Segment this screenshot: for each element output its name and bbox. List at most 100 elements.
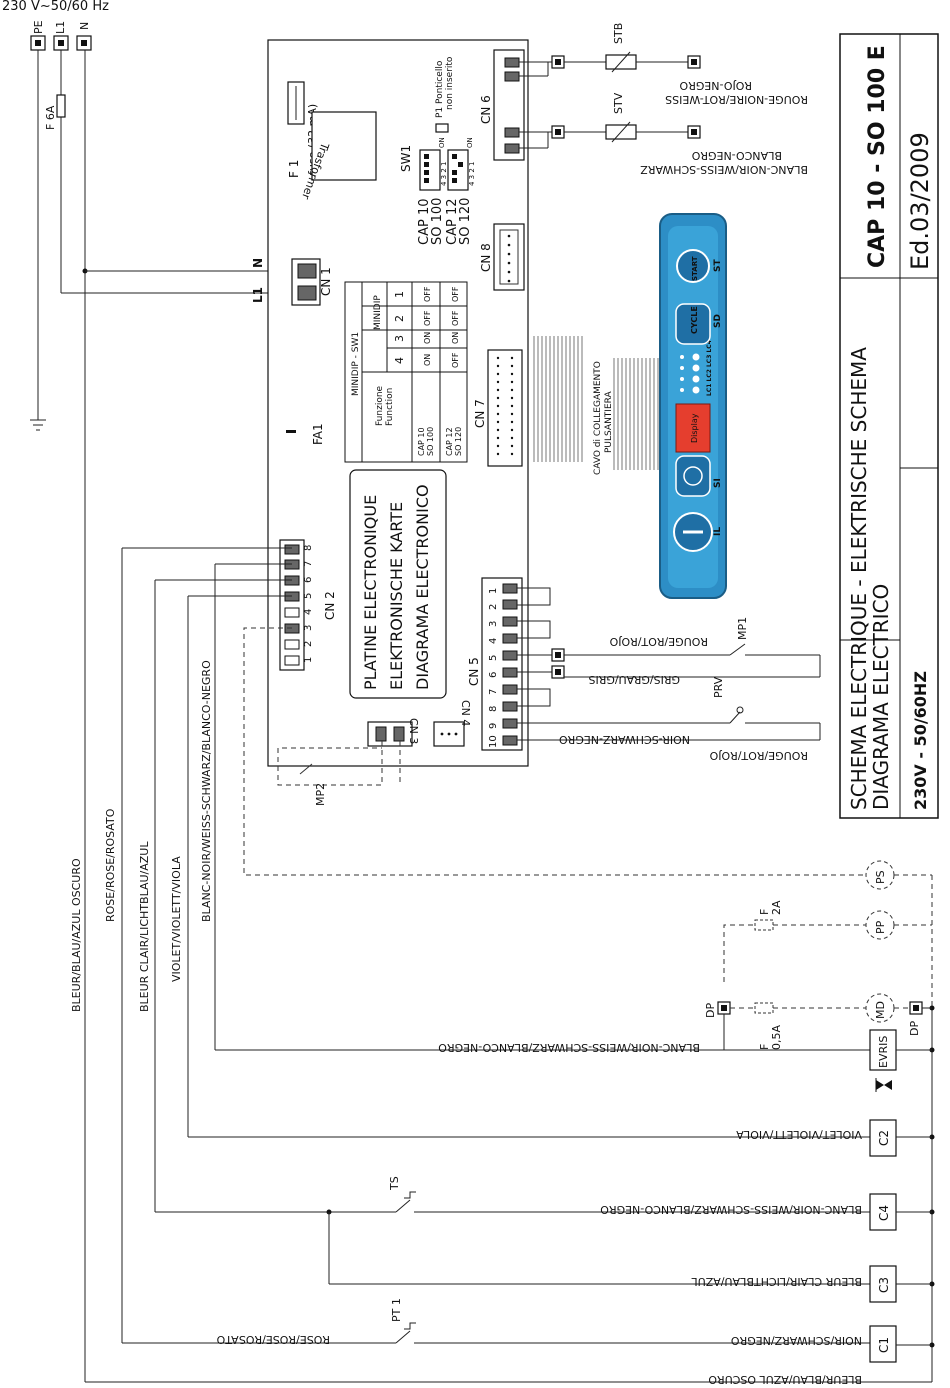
cable-label: CAVO di COLLEGAMENTO PULSANTIERA (593, 361, 614, 475)
pp-label: PP (874, 920, 887, 934)
bottom-wire-label: BLEUR/BLAU/AZUL OSCURO (708, 1373, 862, 1386)
minidip-col-2: 2 (393, 315, 406, 322)
title-power: 230V - 50/60HZ (911, 671, 930, 810)
cn8-label: CN 8 (479, 243, 493, 272)
terminal-pe-dot (35, 40, 41, 46)
minidip-row1-v3: ON (423, 332, 432, 344)
supply-section: 230 V~50/60 Hz PE L1 N F 6A (2, 0, 935, 1383)
sw1-model-a: CAP 10 SO 100 (417, 198, 445, 245)
cn7-connector (487, 349, 523, 467)
terminal-n-dot (81, 40, 87, 46)
cn6-label: CN 6 (479, 95, 493, 124)
cable-label-line1: CAVO di COLLEGAMENTO (593, 361, 603, 475)
cn5-bridge-3-4 (517, 620, 551, 639)
f2a-label-line2: 2A (770, 900, 783, 915)
minidip-function: Funzione Function (375, 385, 395, 426)
sw1-on-label-a: ON (438, 137, 446, 148)
c3-wire-label: BLEUR CLAIR/LICHTBLAU/AZUL (691, 1275, 862, 1288)
minidip-col-3: 3 (393, 335, 406, 342)
sd-button[interactable] (675, 303, 711, 345)
minidip-row1-v1: OFF (423, 286, 432, 302)
gris-wire-label: GRIS/GRAU/GRIS (588, 673, 680, 686)
cn5-pin-1: 1 (488, 588, 499, 594)
left-wire-label-4: VIOLET/VIOLETT/VIOLA (170, 856, 183, 982)
stv-label: STV (612, 92, 625, 114)
sd-label: SD (713, 314, 723, 328)
stb-label: STB (612, 23, 625, 44)
sw1-nums-b: 4 3 2 1 (468, 162, 476, 187)
terminal-l1-dot (58, 40, 64, 46)
evris-wire-label: BLANC-NOIR/WEISS-SCHWARZ/BLANCO-NEGRO (438, 1041, 700, 1054)
sw1-label: SW1 (399, 145, 413, 172)
title-schema-line1: SCHEMA ELECTRIQUE - ELEKTRISCHE SCHEMA (847, 347, 871, 810)
fa1-label: FA1 (311, 423, 325, 445)
control-board: CN 1 N L1 FA1 fuse (32 mA) F 1 Trasforme… (251, 39, 551, 767)
jumper-p1-line2: non inserito (445, 56, 455, 110)
prv-wire-label: ROUGE/ROT/ROJO (709, 749, 808, 762)
start-label: START (691, 256, 699, 281)
cn2-pin-6: 6 (303, 577, 314, 583)
cn2-pin-4: 4 (303, 609, 314, 615)
cn5-pin-8: 8 (488, 706, 499, 712)
mp1-switch (729, 643, 746, 656)
cn2-pin-3: 3 (303, 625, 314, 631)
cn8-connector (493, 223, 525, 291)
noir-wire-label: NOIR-SCHWARZ-NEGRO (559, 733, 690, 746)
left-wiring: BLEUR/BLAU/AZUL OSCURO ROSE/ROSE/ROSATO … (70, 547, 894, 1343)
cn5-pin-2: 2 (488, 604, 499, 610)
board-title-box (349, 469, 447, 699)
f2a-label-line1: F (758, 909, 771, 915)
terminal-pe: PE (32, 20, 45, 34)
c4-wire-label: BLANC-NOIR/WEISS-SCHWARZ/BLANCO-NEGRO (600, 1203, 862, 1216)
st-button[interactable] (676, 249, 710, 283)
si-button[interactable] (675, 455, 711, 497)
mp2-label: MP2 (314, 783, 327, 806)
minidip-row1-model: CAP 10 SO 100 (417, 427, 435, 456)
il-label: IL (713, 527, 723, 536)
minidip-row2-v2: OFF (451, 310, 460, 326)
c2-load (869, 1119, 897, 1157)
cycle-label: CYCLE (690, 306, 699, 334)
control-panel: IL SI Display LC1 LC2 LC3 LC4 CYCLE SD S… (659, 213, 727, 599)
cn1-l1-label: L1 (251, 287, 265, 303)
minidip-table: MINIDIP - SW1 MINIDIP Funzione Function … (344, 281, 468, 463)
dp-label-left: DP (704, 1003, 717, 1018)
cn5-bridge-1-2 (517, 587, 551, 606)
title-schema: SCHEMA ELECTRIQUE - ELEKTRISCHE SCHEMA D… (847, 347, 893, 810)
c1-label: C1 (877, 1337, 891, 1353)
minidip-col-4: 4 (393, 357, 406, 364)
cn6-sensors: STB ROJO-NEGRO ROUGE-NOIRE/ROT-WEISS STV… (519, 23, 808, 176)
minidip-function-line2: Function (385, 388, 395, 426)
minidip-row2-v1: OFF (451, 286, 460, 302)
sw1-switch-a (419, 149, 441, 191)
cn7-label: CN 7 (473, 399, 487, 428)
cn7-pins (496, 356, 514, 456)
sw1-model-a-line2: SO 100 (430, 198, 445, 245)
minidip-row2-model-line2: SO 120 (454, 427, 463, 456)
minidip-row2-model: CAP 12 SO 120 (445, 427, 463, 456)
board-title-1: PLATINE ELECTRONIQUE (361, 495, 380, 690)
minidip-function-line1: Funzione (375, 385, 385, 426)
board-title-3: DIAGRAMA ELECTRONICO (413, 484, 432, 690)
jumper-p1-line1: P1 Ponticello (435, 60, 445, 118)
si-label: SI (713, 478, 723, 488)
ts-switch (395, 1199, 411, 1213)
mp2-circuit: MP2 (277, 741, 401, 806)
jumper-p1 (435, 123, 449, 133)
f05a-label-line2: 0,5A (770, 1025, 783, 1050)
supply-voltage: 230 V~50/60 Hz (2, 0, 109, 14)
board-title-2: ELEKTRONISCHE KARTE (387, 502, 406, 690)
pt1-switch (395, 1330, 411, 1344)
ribbon-cable: CAVO di COLLEGAMENTO PULSANTIERA (533, 336, 659, 475)
sw1-model-b-line1: CAP 12 (445, 199, 460, 245)
stb-wire-label-2: ROUGE-NOIRE/ROT-WEISS (665, 93, 808, 106)
cn3-label: CN 3 (407, 718, 420, 744)
left-wire-label-5: BLANC-NOIR/WEISS-SCHWARZ/BLANCO-NEGRO (200, 660, 213, 922)
title-model: CAP 10 - SO 100 E (865, 45, 890, 268)
cable-label-line2: PULSANTIERA (604, 390, 614, 453)
cn5-pin-10: 10 (488, 735, 499, 748)
f05a-label: F 0,5A (758, 1025, 783, 1050)
cn4-label: CN 4 (459, 700, 472, 726)
right-loads: PS PP F 2A MD DP DP F 0,5A EVRIS (122, 860, 933, 1386)
cn5-label: CN 5 (467, 657, 481, 686)
